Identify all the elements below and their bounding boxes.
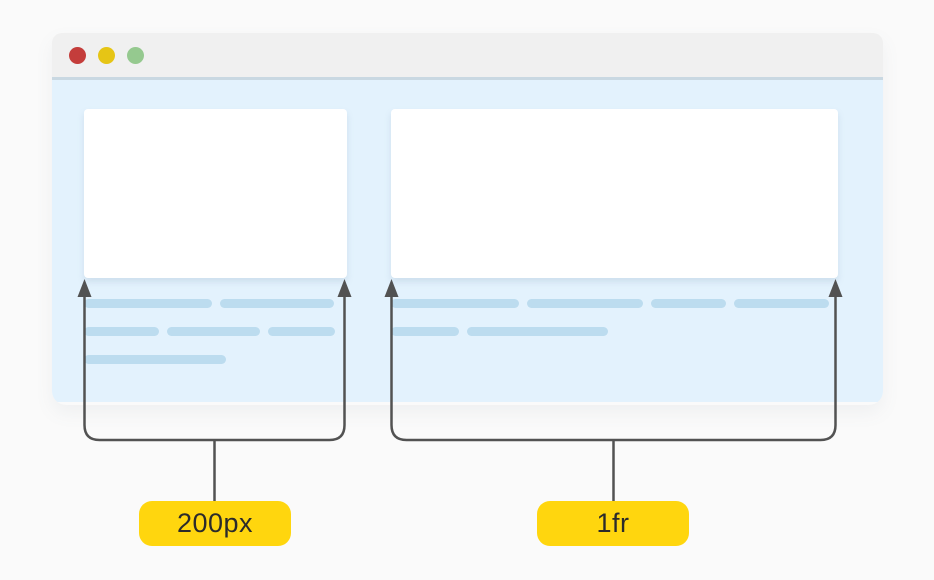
skeleton-row xyxy=(391,327,838,336)
skeleton-text-line xyxy=(84,299,212,308)
column-width-label-fraction: 1fr xyxy=(537,501,689,546)
skeleton-text-line xyxy=(651,299,726,308)
skeleton-row xyxy=(391,299,838,308)
skeleton-text-line xyxy=(734,299,829,308)
traffic-light-close-icon[interactable] xyxy=(69,46,86,64)
skeleton-text-line xyxy=(84,327,159,336)
skeleton-row xyxy=(84,299,347,308)
window-titlebar xyxy=(52,33,883,80)
skeleton-text-line xyxy=(220,299,334,308)
column-width-label-fixed: 200px xyxy=(139,501,291,546)
traffic-light-minimize-icon[interactable] xyxy=(98,46,115,64)
skeleton-text-line xyxy=(268,327,335,336)
grid-item-right xyxy=(391,109,838,278)
skeleton-text-line xyxy=(391,327,459,336)
skeleton-text-line xyxy=(467,327,608,336)
skeleton-row xyxy=(84,355,347,364)
browser-viewport xyxy=(52,80,883,402)
skeleton-text-block-right xyxy=(391,299,838,336)
skeleton-text-line xyxy=(527,299,643,308)
grid-item-left xyxy=(84,109,347,278)
grid-column-fixed xyxy=(84,109,347,402)
traffic-light-zoom-icon[interactable] xyxy=(127,46,144,64)
skeleton-text-block-left xyxy=(84,299,347,364)
skeleton-text-line xyxy=(84,355,226,364)
skeleton-text-line xyxy=(167,327,260,336)
grid-column-flexible xyxy=(391,109,838,402)
browser-window xyxy=(52,33,883,405)
skeleton-text-line xyxy=(391,299,519,308)
skeleton-row xyxy=(84,327,347,336)
